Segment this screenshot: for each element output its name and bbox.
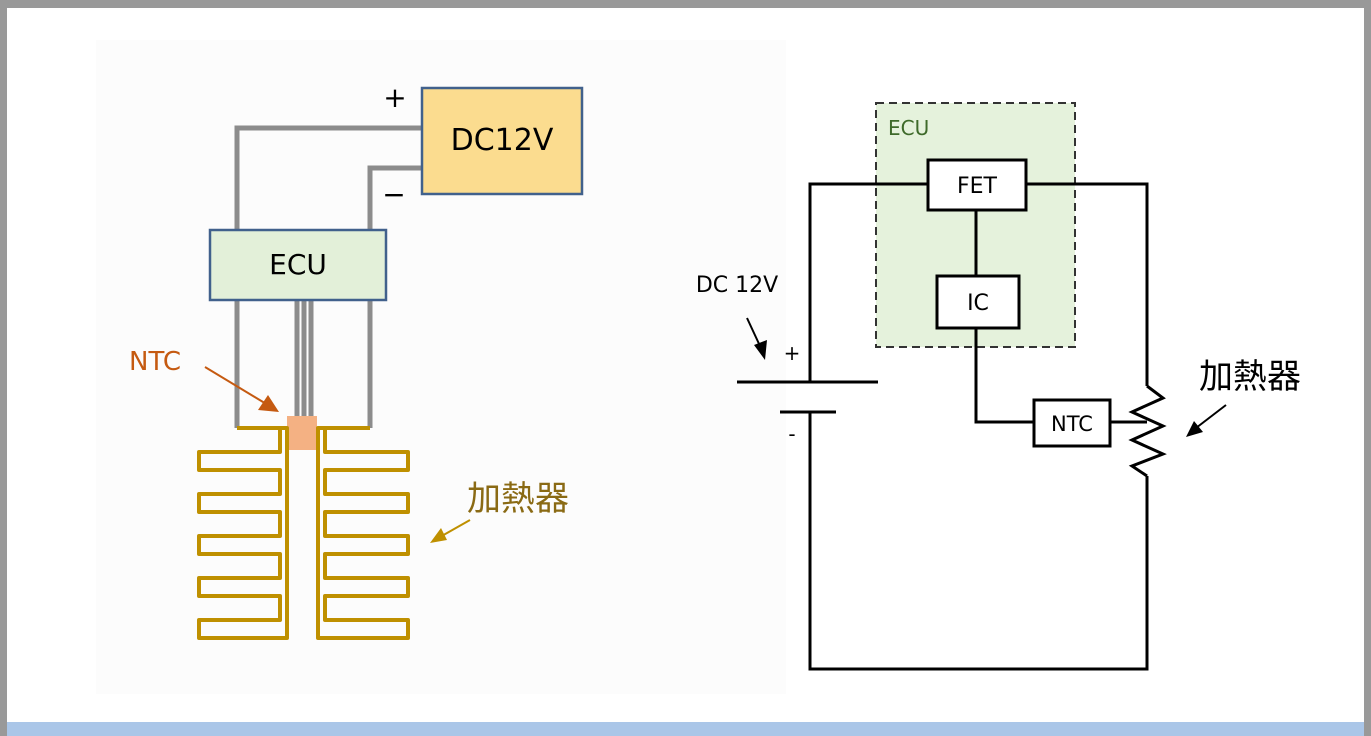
battery-arrow-shaft — [746, 317, 761, 347]
heater-element-left — [197, 426, 289, 640]
battery-minus: - — [788, 422, 795, 446]
wire-top-right — [1026, 182, 1149, 386]
battery-label: DC 12V — [696, 273, 778, 298]
circuit-wires — [808, 182, 1149, 671]
bottom-bar — [7, 722, 1364, 736]
heater-resistor — [1128, 384, 1167, 478]
left-wires — [234, 125, 430, 428]
plus-sign: + — [383, 81, 406, 114]
ecu-label: ECU — [269, 248, 327, 281]
left-diagram: DC12V + − ECU NTC 加熱器 — [129, 81, 584, 640]
ntc-arrow-head — [258, 395, 279, 412]
heater-arrow-head-right — [1186, 421, 1203, 437]
heater-element-right — [316, 426, 410, 640]
heater-arrow-shaft-left — [439, 519, 471, 538]
ic-box — [935, 274, 1021, 330]
ic-label: IC — [967, 291, 989, 316]
wire-positive — [234, 125, 430, 230]
heater-arrow-shaft-right — [1195, 404, 1227, 429]
heater-arrow-head-left — [430, 528, 447, 543]
power-supply-box — [420, 86, 584, 196]
ntc-box — [1032, 398, 1112, 448]
fet-box — [926, 158, 1028, 212]
ecu-region-label: ECU — [888, 116, 929, 140]
wire-negative — [367, 165, 430, 230]
right-diagram: ECU DC 12V + - FET IC — [696, 102, 1301, 671]
heater-label-left: 加熱器 — [467, 479, 569, 519]
power-supply-label: DC12V — [451, 123, 554, 158]
minus-sign: − — [382, 178, 405, 211]
ntc-sensor — [287, 416, 317, 450]
battery-plus: + — [784, 341, 801, 365]
ecu-box — [208, 228, 388, 302]
ntc-box-label: NTC — [1051, 412, 1093, 436]
battery-arrow-head — [754, 340, 767, 360]
wire-bottom — [808, 412, 1149, 671]
ntc-label: NTC — [129, 347, 181, 377]
wire-ic-ntc — [974, 328, 1034, 424]
wire-top-left — [808, 182, 928, 382]
heater-label-right: 加熱器 — [1199, 357, 1301, 397]
ntc-arrow-shaft — [204, 366, 269, 406]
fet-label: FET — [957, 174, 998, 199]
